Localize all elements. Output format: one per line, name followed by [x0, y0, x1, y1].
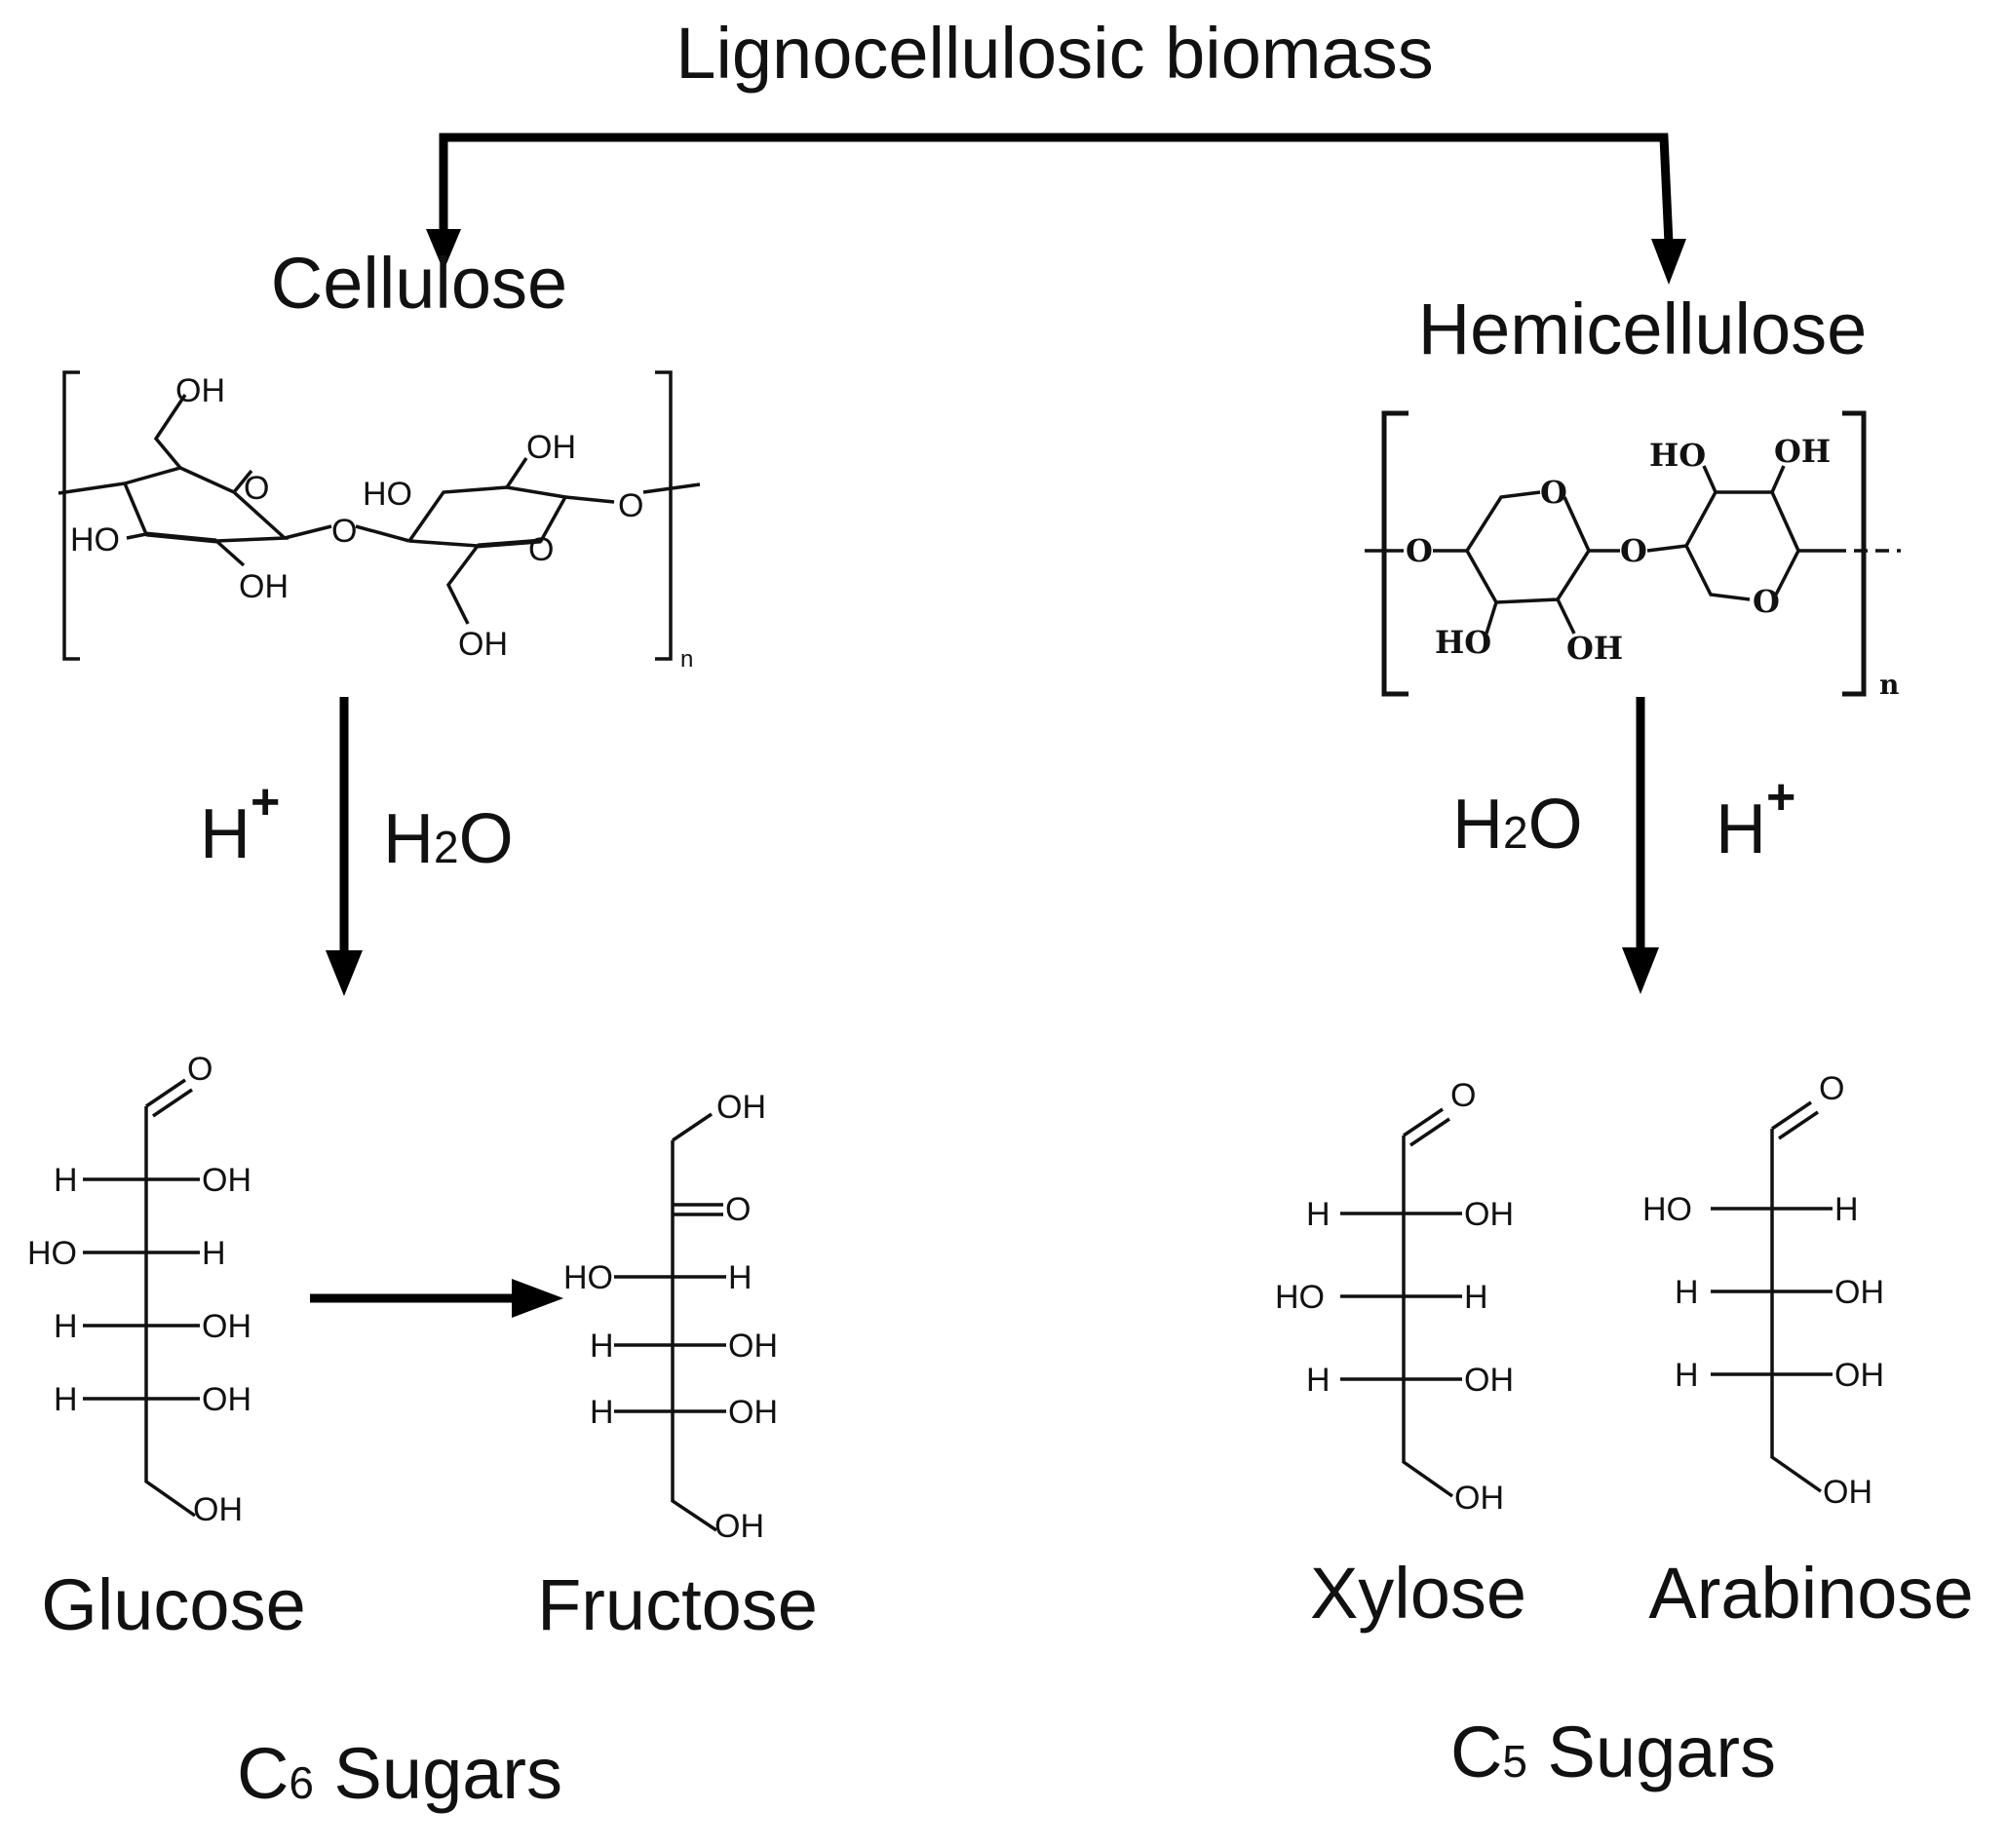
svg-text:HO: HO: [1649, 437, 1706, 474]
svg-text:O: O: [1819, 1070, 1844, 1107]
svg-text:HO: HO: [363, 476, 412, 513]
xylose-label: Xylose: [1310, 1553, 1526, 1634]
water-label-left: H2O: [383, 800, 514, 878]
cellulose-structure: n O OH HO OH O O HO OH OH O: [58, 370, 701, 673]
svg-text:O: O: [1450, 1077, 1476, 1114]
svg-text:OH: OH: [202, 1162, 251, 1199]
svg-text:HO: HO: [1435, 624, 1491, 661]
svg-text:OH: OH: [239, 568, 289, 605]
hemicellulose-hydrolysis-arrow: [1622, 697, 1659, 994]
svg-text:n: n: [1879, 669, 1899, 701]
svg-text:O: O: [1620, 532, 1647, 569]
fructose-label: Fructose: [537, 1564, 818, 1645]
svg-text:O: O: [331, 513, 357, 550]
acid-label-right: H+: [1716, 769, 1795, 868]
cellulose-hydrolysis-arrow: [326, 697, 363, 996]
cellulose-label: Cellulose: [271, 243, 567, 324]
svg-text:OH: OH: [175, 372, 225, 409]
svg-text:OH: OH: [458, 626, 508, 663]
xylose-structure: O H OH HO H H OH OH: [1275, 1077, 1514, 1517]
svg-text:OH: OH: [202, 1381, 251, 1418]
svg-text:H: H: [54, 1162, 78, 1199]
svg-text:O: O: [618, 487, 643, 524]
svg-text:HO: HO: [70, 521, 120, 558]
svg-text:OH: OH: [1464, 1362, 1514, 1399]
svg-text:OH: OH: [716, 1089, 766, 1126]
arabinose-label: Arabinose: [1648, 1553, 1973, 1634]
glucose-structure: O H OH HO H H OH H OH OH: [27, 1051, 251, 1528]
svg-text:H: H: [54, 1381, 78, 1418]
acid-label-left: H+: [200, 774, 280, 873]
c5-sugars-label: C5 Sugars: [1450, 1712, 1776, 1792]
svg-text:O: O: [1753, 583, 1780, 620]
svg-text:OH: OH: [728, 1394, 778, 1431]
svg-text:O: O: [1540, 474, 1567, 511]
svg-text:H: H: [1306, 1196, 1331, 1233]
svg-text:OH: OH: [1454, 1480, 1504, 1517]
svg-text:H: H: [728, 1259, 753, 1296]
svg-text:OH: OH: [193, 1491, 243, 1528]
svg-text:OH: OH: [1823, 1474, 1872, 1511]
glucose-label: Glucose: [41, 1564, 305, 1645]
svg-text:H: H: [202, 1235, 226, 1272]
svg-text:O: O: [1406, 532, 1433, 569]
svg-text:HO: HO: [563, 1259, 613, 1296]
hemicellulose-label: Hemicellulose: [1418, 289, 1868, 369]
svg-text:O: O: [528, 531, 554, 568]
svg-text:OH: OH: [1774, 433, 1831, 470]
svg-text:H: H: [590, 1328, 614, 1365]
svg-text:H: H: [1834, 1191, 1859, 1228]
svg-text:O: O: [244, 470, 269, 507]
svg-text:HO: HO: [1642, 1191, 1692, 1228]
water-label-right: H2O: [1452, 786, 1583, 864]
hemicellulose-structure: n O O HO OH O O HO OH: [1365, 410, 1901, 701]
svg-text:O: O: [187, 1051, 212, 1088]
svg-text:H: H: [1464, 1279, 1488, 1316]
svg-text:OH: OH: [728, 1328, 778, 1365]
svg-text:H: H: [1306, 1362, 1331, 1399]
isomerization-arrow: [310, 1279, 563, 1318]
svg-text:OH: OH: [202, 1308, 251, 1345]
c6-sugars-label: C6 Sugars: [237, 1733, 562, 1814]
svg-text:OH: OH: [1464, 1196, 1514, 1233]
svg-text:OH: OH: [1834, 1357, 1884, 1394]
svg-text:OH: OH: [1566, 630, 1623, 667]
svg-text:H: H: [590, 1394, 614, 1431]
title: Lignocellulosic biomass: [675, 13, 1433, 94]
svg-text:HO: HO: [27, 1235, 77, 1272]
svg-text:HO: HO: [1275, 1279, 1325, 1316]
svg-text:H: H: [1675, 1274, 1699, 1311]
fructose-structure: OH O HO H H OH H OH OH: [563, 1089, 778, 1545]
svg-text:OH: OH: [526, 429, 576, 466]
svg-text:OH: OH: [1834, 1274, 1884, 1311]
svg-text:OH: OH: [714, 1508, 764, 1545]
arabinose-structure: O HO H H OH H OH OH: [1642, 1070, 1884, 1511]
svg-text:n: n: [680, 646, 693, 673]
svg-text:H: H: [54, 1308, 78, 1345]
svg-text:H: H: [1675, 1357, 1699, 1394]
svg-text:O: O: [725, 1191, 751, 1228]
branch-arrow: [426, 133, 1686, 285]
